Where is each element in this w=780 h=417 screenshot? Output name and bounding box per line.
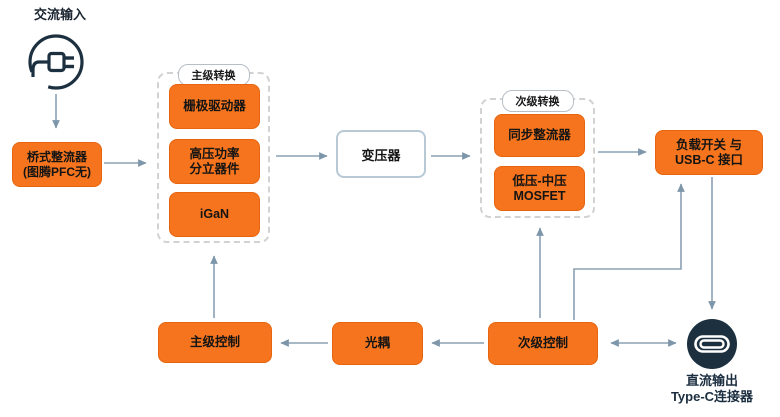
secondary-control-block: 次级控制 xyxy=(488,322,598,365)
secondary-stage-group: 次级转换 同步整流器 低压-中压 MOSFET xyxy=(480,90,595,218)
dc-output-line2: Type-C连接器 xyxy=(670,389,754,404)
mosfet-line2: MOSFET xyxy=(513,188,566,203)
optocoupler-block: 光耦 xyxy=(332,322,423,365)
igan-block: iGaN xyxy=(169,192,260,237)
optocoupler-label: 光耦 xyxy=(364,336,390,350)
sync-rectifier-label: 同步整流器 xyxy=(508,128,571,142)
mosfet-line1: 低压-中压 xyxy=(512,173,567,188)
lv-mv-mosfet-block: 低压-中压 MOSFET xyxy=(494,166,585,211)
hv-power-line1: 高压功率 xyxy=(189,146,240,161)
gate-driver-label: 栅极驱动器 xyxy=(183,99,246,113)
hv-power-block: 高压功率 分立器件 xyxy=(169,139,260,184)
transformer-block: 变压器 xyxy=(336,130,426,178)
load-switch-line1: 负载开关 与 xyxy=(676,137,742,152)
primary-stage-group: 主级转换 栅极驱动器 高压功率 分立器件 iGaN xyxy=(157,64,270,243)
hv-power-line2: 分立器件 xyxy=(189,161,240,176)
bridge-rectifier-block: 桥式整流器 (图腾PFC无) xyxy=(12,142,102,187)
transformer-label: 变压器 xyxy=(361,147,401,163)
usb-c-connector-icon xyxy=(687,319,737,369)
bridge-rectifier-line1: 桥式整流器 xyxy=(26,149,87,164)
primary-control-block: 主级控制 xyxy=(158,322,272,363)
ac-plug-icon xyxy=(28,34,84,90)
load-switch-line2: USB-C 接口 xyxy=(674,152,744,167)
secondary-control-label: 次级控制 xyxy=(517,336,568,350)
primary-control-label: 主级控制 xyxy=(189,335,240,349)
load-switch-block: 负载开关 与 USB-C 接口 xyxy=(655,130,763,175)
secondary-stage-label: 次级转换 xyxy=(501,90,574,112)
sync-rectifier-block: 同步整流器 xyxy=(494,114,585,157)
bridge-rectifier-line2: (图腾PFC无) xyxy=(23,164,91,179)
gate-driver-block: 栅极驱动器 xyxy=(169,84,260,129)
dc-output-line1: 直流输出 xyxy=(685,373,738,388)
primary-stage-label: 主级转换 xyxy=(177,64,250,86)
ac-input-label: 交流输入 xyxy=(33,7,86,22)
dc-output-label: 直流输出 Type-C连接器 xyxy=(640,373,780,405)
igan-label: iGaN xyxy=(199,207,230,221)
